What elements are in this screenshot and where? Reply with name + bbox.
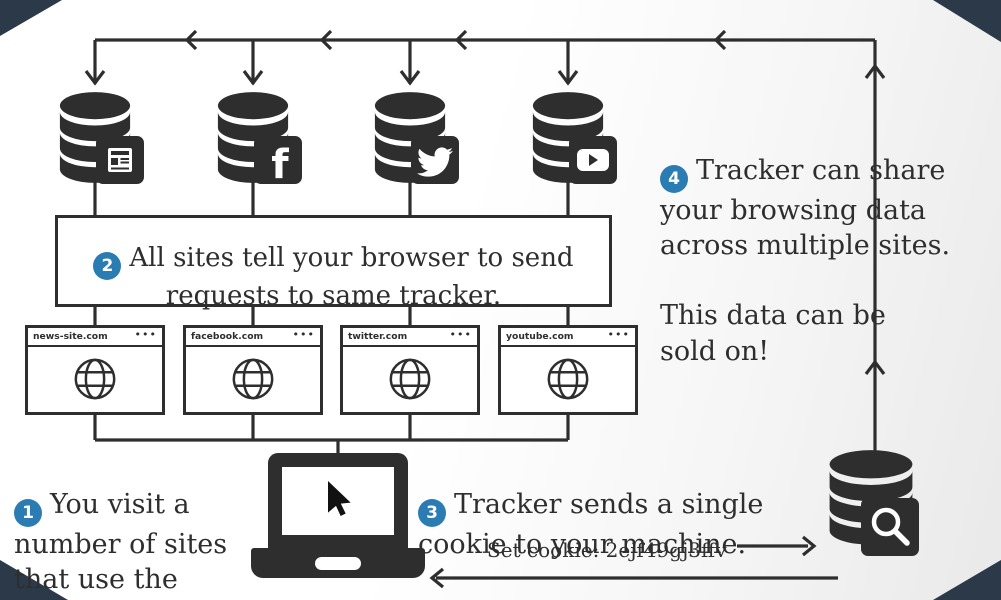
globe-icon (389, 358, 431, 399)
globe-icon (232, 358, 274, 399)
menu-dots-icon: ••• (607, 328, 630, 341)
laptop-base (251, 548, 425, 578)
arrow-down-icon (399, 70, 421, 86)
laptop-notch (315, 556, 361, 570)
browser-titlebar: twitter.com ••• (343, 328, 477, 347)
menu-dots-icon: ••• (449, 328, 472, 341)
twitter-database (371, 90, 459, 186)
globe-icon (74, 358, 116, 399)
browser-titlebar: youtube.com ••• (501, 328, 635, 347)
step-3-label: Tracker sends a single cookie to your ma… (418, 489, 764, 561)
news-site-database (56, 90, 144, 186)
svg-text:f: f (271, 142, 289, 184)
arrow-left-icon (429, 567, 445, 589)
magnifier-icon (861, 498, 919, 556)
twitter-icon (411, 136, 459, 184)
browser-window-facebook: facebook.com ••• (183, 325, 323, 415)
arrow-down-icon (557, 70, 579, 86)
browser-titlebar: news-site.com ••• (28, 328, 162, 347)
menu-dots-icon: ••• (292, 328, 315, 341)
globe-icon (547, 358, 589, 399)
db-drop-lines (93, 40, 570, 84)
menu-dots-icon: ••• (134, 328, 157, 341)
browser-url-label: facebook.com (191, 331, 264, 342)
step-1-number-badge: 1 (14, 499, 42, 528)
step-4-label: Tracker can share your browsing data acr… (660, 155, 951, 367)
step-2-number-badge: 2 (93, 252, 122, 281)
arrow-left-icon (454, 29, 468, 51)
browser-to-laptop-lines (93, 415, 570, 456)
step-3-number-badge: 3 (418, 499, 446, 528)
browser-url-label: youtube.com (506, 331, 574, 342)
browser-content (343, 347, 477, 410)
browser-content (501, 347, 635, 410)
box-to-browser-lines (93, 305, 570, 325)
browser-url-label: twitter.com (348, 331, 408, 342)
laptop-icon (268, 453, 408, 548)
laptop-screen (282, 466, 394, 535)
browser-titlebar: facebook.com ••• (186, 328, 320, 347)
browser-url-label: news-site.com (33, 331, 108, 342)
step-4-number-badge: 4 (660, 165, 688, 194)
arrow-left-icon (184, 29, 198, 51)
youtube-database (529, 90, 617, 186)
tracker-database (825, 448, 919, 556)
arrow-down-icon (242, 70, 264, 86)
db-to-box-lines (93, 180, 570, 215)
browser-window-youtube: youtube.com ••• (498, 325, 638, 415)
browser-window-news-site: news-site.com ••• (25, 325, 165, 415)
cursor-icon (328, 480, 351, 516)
arrow-left-icon (713, 29, 727, 51)
arrow-up-icon (864, 63, 886, 79)
youtube-icon (569, 136, 617, 184)
arrow-right-icon (801, 535, 817, 557)
browser-content (186, 347, 320, 410)
step-1-label: You visit a number of sites that use the… (14, 489, 228, 600)
arrow-up-icon (864, 359, 886, 375)
step-2-label: All sites tell your browser to send requ… (129, 242, 574, 312)
set-cookie-label: Set cookie: 2ejf49gj3ffv (487, 538, 727, 562)
facebook-database: f (214, 90, 302, 186)
browser-window-twitter: twitter.com ••• (340, 325, 480, 415)
facebook-icon: f (254, 136, 302, 184)
arrow-down-icon (84, 70, 106, 86)
newspaper-icon (96, 136, 144, 184)
arrow-left-icon (319, 29, 333, 51)
browser-content (28, 347, 162, 410)
